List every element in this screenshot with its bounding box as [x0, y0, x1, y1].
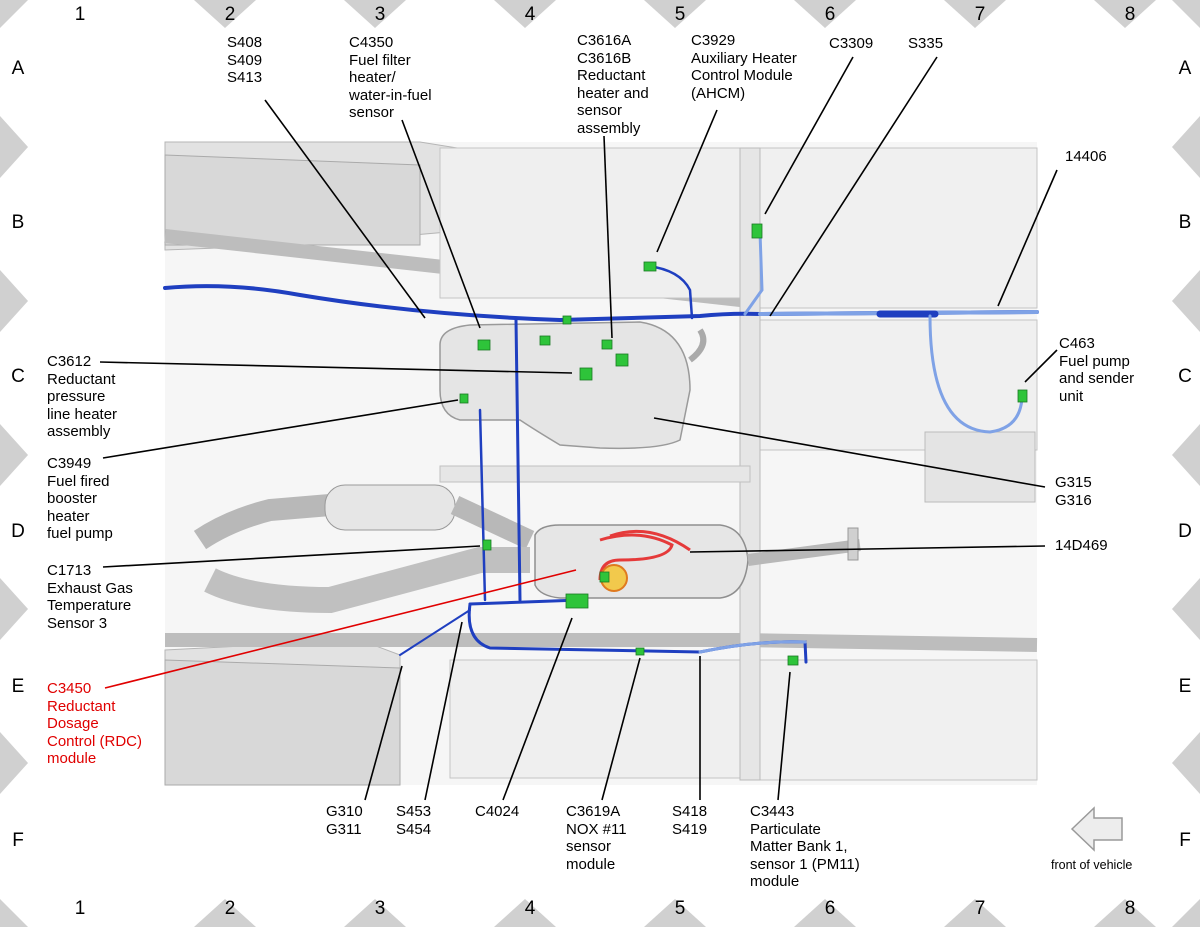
- grid-marker-top: [344, 0, 406, 28]
- grid-col-bottom-3: 3: [374, 898, 386, 919]
- grid-marker-top: [1094, 0, 1156, 28]
- grid-col-top-5: 5: [674, 4, 686, 25]
- grid-col-bottom-7: 7: [974, 898, 986, 919]
- grid-marker-bottom: [494, 899, 556, 927]
- grid-marker-corner: [1172, 0, 1200, 28]
- label-c3450: C3450 Reductant Dosage Control (RDC) mod…: [47, 680, 143, 767]
- label-c3443: C3443 Particulate Matter Bank 1, sensor …: [750, 803, 860, 890]
- front-arrow-icon: [1070, 806, 1123, 852]
- front-of-vehicle-label: front of vehicle: [1051, 858, 1133, 872]
- connector-markers: [459, 223, 1028, 666]
- label-s408-s409-s413: S408 S409 S413: [227, 34, 263, 86]
- grid-marker-bottom: [194, 899, 256, 927]
- grid-col-bottom-4: 4: [524, 898, 536, 919]
- label-c463: C463 Fuel pump and sender unit: [1059, 335, 1135, 405]
- label-c4350: C4350 Fuel filter heater/ water-in-fuel …: [349, 34, 432, 121]
- grid-col-top-1: 1: [74, 4, 86, 25]
- label-c3612: C3612 Reductant pressure line heater ass…: [47, 353, 118, 440]
- grid-marker-right: [1172, 424, 1200, 486]
- grid-marker-top: [944, 0, 1006, 28]
- wiring-harness: [163, 230, 1039, 664]
- label-c3616: C3616A C3616B Reductant heater and senso…: [577, 32, 649, 137]
- label-c4024: C4024: [475, 803, 520, 820]
- grid-marker-left: [0, 578, 28, 640]
- grid-row-right-e: E: [1178, 676, 1192, 697]
- label-c3619a: C3619A NOX #11 sensor module: [566, 803, 627, 873]
- grid-marker-top: [494, 0, 556, 28]
- leader-lines: [99, 56, 1058, 801]
- grid-marker-corner: [0, 0, 28, 28]
- grid-marker-left: [0, 116, 28, 178]
- c3450-leader-line: [104, 569, 577, 689]
- grid-marker-top: [194, 0, 256, 28]
- grid-row-right-a: A: [1178, 58, 1192, 79]
- grid-marker-bottom: [644, 899, 706, 927]
- grid-row-right-c: C: [1178, 366, 1192, 387]
- grid-marker-top: [644, 0, 706, 28]
- grid-col-bottom-1: 1: [74, 898, 86, 919]
- grid-row-left-e: E: [11, 676, 25, 697]
- label-g315-g316: G315 G316: [1055, 474, 1092, 509]
- label-c1713: C1713 Exhaust Gas Temperature Sensor 3: [47, 562, 133, 632]
- grid-col-bottom-8: 8: [1124, 898, 1136, 919]
- grid-col-top-7: 7: [974, 4, 986, 25]
- grid-row-left-d: D: [11, 521, 25, 542]
- grid-col-top-2: 2: [224, 4, 236, 25]
- grid-marker-right: [1172, 116, 1200, 178]
- label-s335: S335: [908, 35, 944, 52]
- grid-row-left-c: C: [11, 366, 25, 387]
- grid-marker-right: [1172, 270, 1200, 332]
- grid-marker-right: [1172, 732, 1200, 794]
- grid-row-right-d: D: [1178, 521, 1192, 542]
- grid-marker-bottom: [1094, 899, 1156, 927]
- vehicle-underbody: [164, 141, 1038, 786]
- label-14406: 14406: [1065, 148, 1107, 165]
- grid-row-left-f: F: [12, 830, 24, 851]
- label-14d469: 14D469: [1055, 537, 1108, 554]
- grid-col-top-3: 3: [374, 4, 386, 25]
- grid-col-top-4: 4: [524, 4, 536, 25]
- label-c3929: C3929 Auxiliary Heater Control Module (A…: [691, 32, 797, 102]
- grid-row-right-b: B: [1178, 212, 1192, 233]
- grid-marker-right: [1172, 578, 1200, 640]
- label-s453-s454: S453 S454: [396, 803, 432, 838]
- grid-marker-bottom: [944, 899, 1006, 927]
- grid-row-right-f: F: [1179, 830, 1191, 851]
- grid-marker-top: [794, 0, 856, 28]
- grid-marker-corner: [1172, 899, 1200, 927]
- grid-marker-left: [0, 424, 28, 486]
- grid-col-top-8: 8: [1124, 4, 1136, 25]
- label-c3949: C3949 Fuel fired booster heater fuel pum…: [47, 455, 113, 542]
- grid-col-bottom-5: 5: [674, 898, 686, 919]
- grid-col-bottom-2: 2: [224, 898, 236, 919]
- grid-marker-bottom: [794, 899, 856, 927]
- grid-marker-left: [0, 732, 28, 794]
- grid-marker-left: [0, 270, 28, 332]
- grid-marker-corner: [0, 899, 28, 927]
- grid-marker-bottom: [344, 899, 406, 927]
- grid-row-left-a: A: [11, 58, 25, 79]
- grid-col-top-6: 6: [824, 4, 836, 25]
- grid-col-bottom-6: 6: [824, 898, 836, 919]
- label-s418-s419: S418 S419: [672, 803, 708, 838]
- label-c3309: C3309: [829, 35, 874, 52]
- label-g310-g311: G310 G311: [326, 803, 363, 838]
- grid-row-left-b: B: [11, 212, 25, 233]
